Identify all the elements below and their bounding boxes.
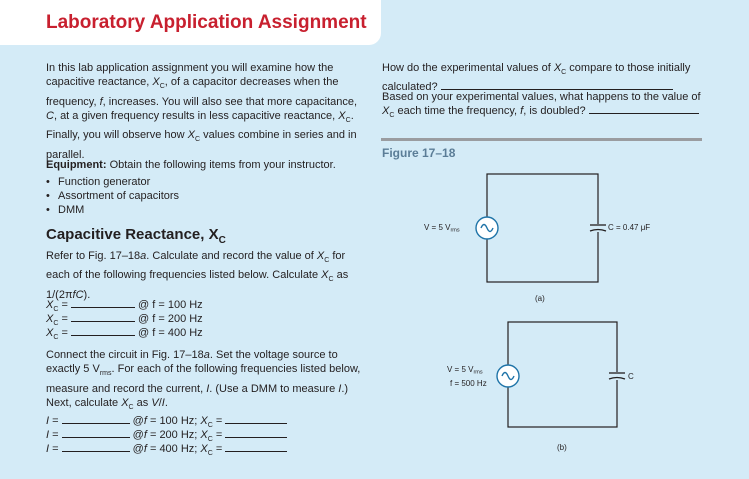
cap-label-a: C = 0.47 μF (608, 223, 650, 232)
freq-label: @ f = 200 Hz (138, 313, 203, 325)
freq-label: @ f = 400 Hz (138, 327, 203, 339)
cap-label-b: C (628, 372, 634, 381)
circuit-a (486, 173, 599, 283)
source-label-b: V = 5 Vrms (447, 365, 483, 376)
answer-blank[interactable] (225, 428, 288, 438)
refer-paragraph: Refer to Fig. 17–18a. Calculate and reco… (46, 250, 349, 301)
xc-row: XC = @ f = 400 Hz (46, 326, 203, 342)
equipment-item: DMM (46, 203, 84, 217)
circuit-b (507, 321, 618, 428)
section-heading: Capacitive Reactance, XC (46, 226, 226, 246)
question-2: Based on your experimental values, what … (382, 91, 701, 120)
answer-blank[interactable] (61, 428, 130, 438)
current-row: I = @f = 100 Hz; XC = (46, 414, 288, 432)
answer-blank[interactable] (70, 326, 135, 336)
circuit-a-wire (486, 173, 599, 283)
freq-label: @ f = 100 Hz (138, 299, 203, 311)
answer-blank[interactable] (225, 442, 288, 452)
answer-blank[interactable] (588, 104, 699, 115)
xc-row: XC = @ f = 200 Hz (46, 312, 203, 328)
answer-blank[interactable] (440, 80, 673, 91)
capacitor-icon (589, 224, 607, 232)
caption-a: (a) (535, 294, 545, 303)
xc-row: XC = @ f = 100 Hz (46, 298, 203, 314)
answer-blank[interactable] (70, 312, 135, 322)
equipment-label: Equipment: (46, 159, 107, 171)
circuit-b-wire (507, 321, 618, 428)
page-title: Laboratory Application Assignment (46, 12, 367, 33)
figure-label: Figure 17–18 (382, 146, 456, 160)
answer-blank[interactable] (61, 414, 130, 424)
intro-paragraph: In this lab application assignment you w… (46, 62, 358, 161)
answer-blank[interactable] (61, 442, 130, 452)
answer-blank[interactable] (70, 298, 135, 308)
divider (381, 138, 702, 141)
question-1: How do the experimental values of XC com… (382, 62, 691, 94)
equipment-text: Obtain the following items from your ins… (109, 159, 336, 171)
ac-source-icon (475, 216, 499, 240)
ac-source-icon (496, 364, 520, 388)
title-box (0, 0, 381, 45)
current-row: I = @f = 400 Hz; XC = (46, 442, 288, 460)
source-label-a: V = 5 Vrms (424, 223, 460, 234)
answer-blank[interactable] (225, 414, 288, 424)
equipment-item: Assortment of capacitors (46, 189, 179, 203)
equipment-item: Function generator (46, 175, 150, 189)
freq-label-b: f = 500 Hz (450, 379, 487, 388)
equipment-paragraph: Equipment: Obtain the following items fr… (46, 158, 364, 172)
capacitor-icon (608, 372, 626, 380)
caption-b: (b) (557, 443, 567, 452)
connect-paragraph: Connect the circuit in Fig. 17–18a. Set … (46, 349, 361, 411)
current-row: I = @f = 200 Hz; XC = (46, 428, 288, 446)
